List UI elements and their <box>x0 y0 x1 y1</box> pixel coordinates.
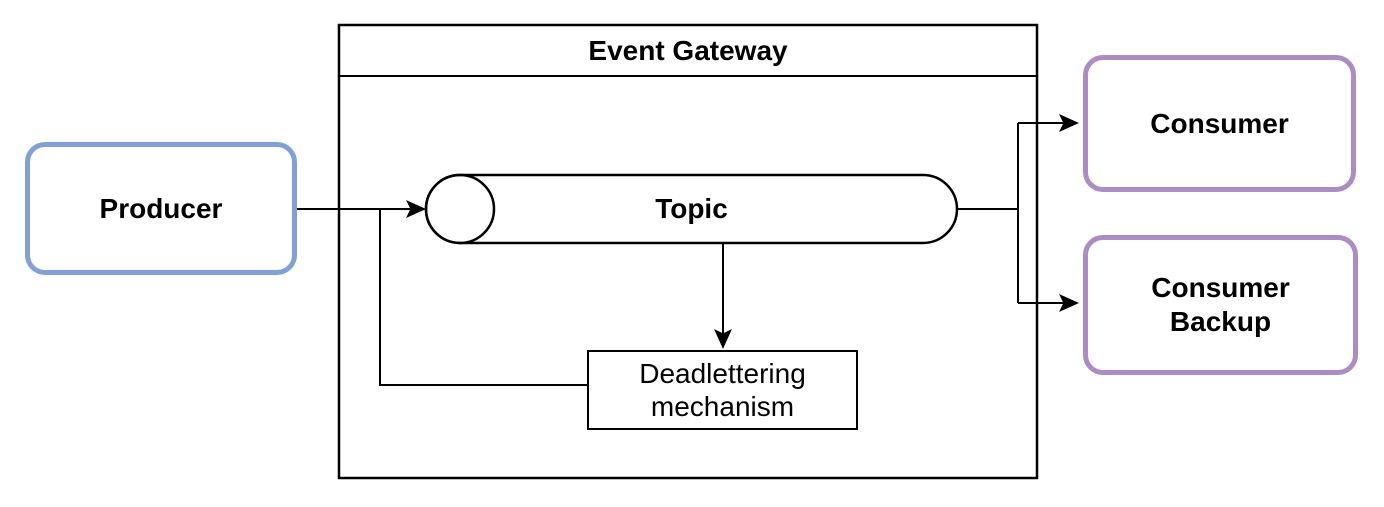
deadlettering-label: Deadlettering mechanism <box>639 358 806 422</box>
topic-label: Topic <box>655 193 728 224</box>
producer-label: Producer <box>99 192 223 224</box>
topic-pipe-end-circle <box>424 173 496 245</box>
node-producer: Producer <box>25 142 297 275</box>
deadletter-return-line <box>379 209 587 386</box>
consumer-backup-label: Consumer Backup <box>1151 272 1290 337</box>
node-consumer: Consumer <box>1083 55 1356 192</box>
consumer-label: Consumer <box>1150 107 1289 139</box>
node-deadlettering: Deadlettering mechanism <box>587 350 858 430</box>
event-gateway-title: Event Gateway <box>588 34 788 66</box>
node-consumer-backup: Consumer Backup <box>1083 235 1358 375</box>
